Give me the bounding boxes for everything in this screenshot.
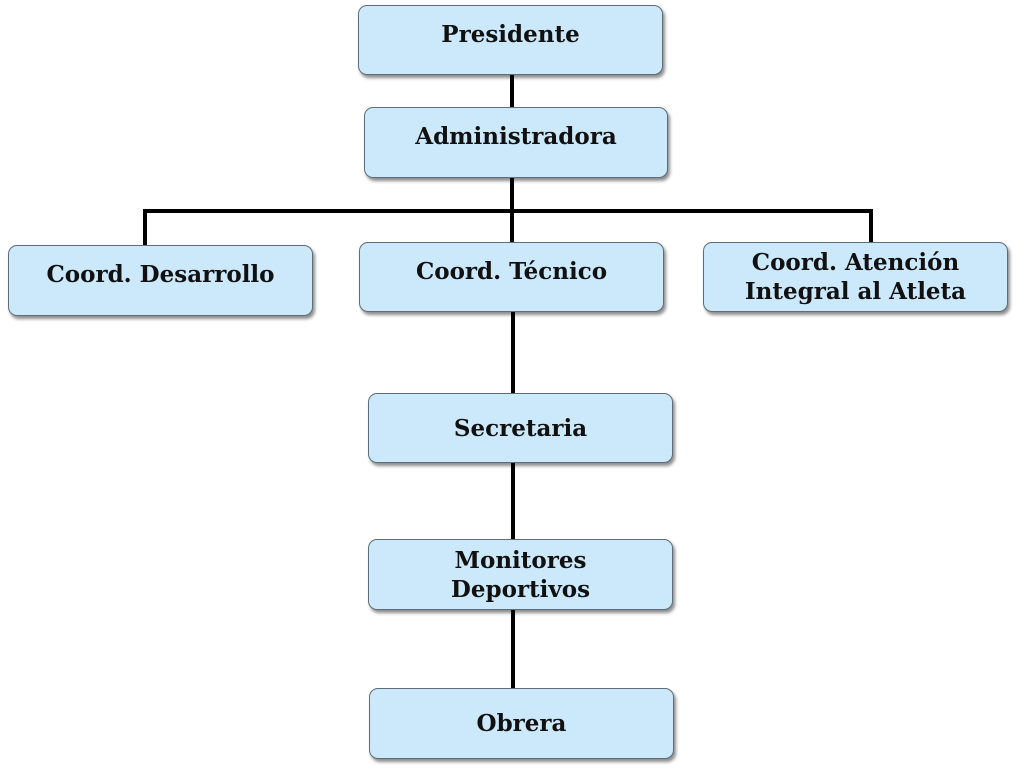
node-presidente-label: Presidente: [441, 20, 580, 48]
node-coord-atencion-label: Coord. Atención Integral al Atleta: [744, 249, 967, 305]
node-administradora-label: Administradora: [415, 123, 617, 150]
node-presidente: Presidente: [358, 5, 663, 75]
node-coord-tecnico: Coord. Técnico: [359, 242, 664, 312]
node-obrera: Obrera: [369, 688, 674, 759]
node-secretaria-label: Secretaria: [453, 414, 588, 442]
node-monitores-deportivos-label: Monitores Deportivos: [450, 546, 591, 603]
node-secretaria: Secretaria: [368, 393, 673, 463]
node-coord-desarrollo: Coord. Desarrollo: [8, 245, 313, 316]
node-coord-desarrollo-label: Coord. Desarrollo: [46, 261, 275, 288]
node-obrera-label: Obrera: [476, 710, 567, 737]
node-coord-atencion: Coord. Atención Integral al Atleta: [703, 242, 1008, 312]
node-administradora: Administradora: [364, 107, 668, 178]
node-monitores-deportivos: Monitores Deportivos: [368, 539, 673, 610]
node-coord-tecnico-label: Coord. Técnico: [415, 257, 608, 285]
